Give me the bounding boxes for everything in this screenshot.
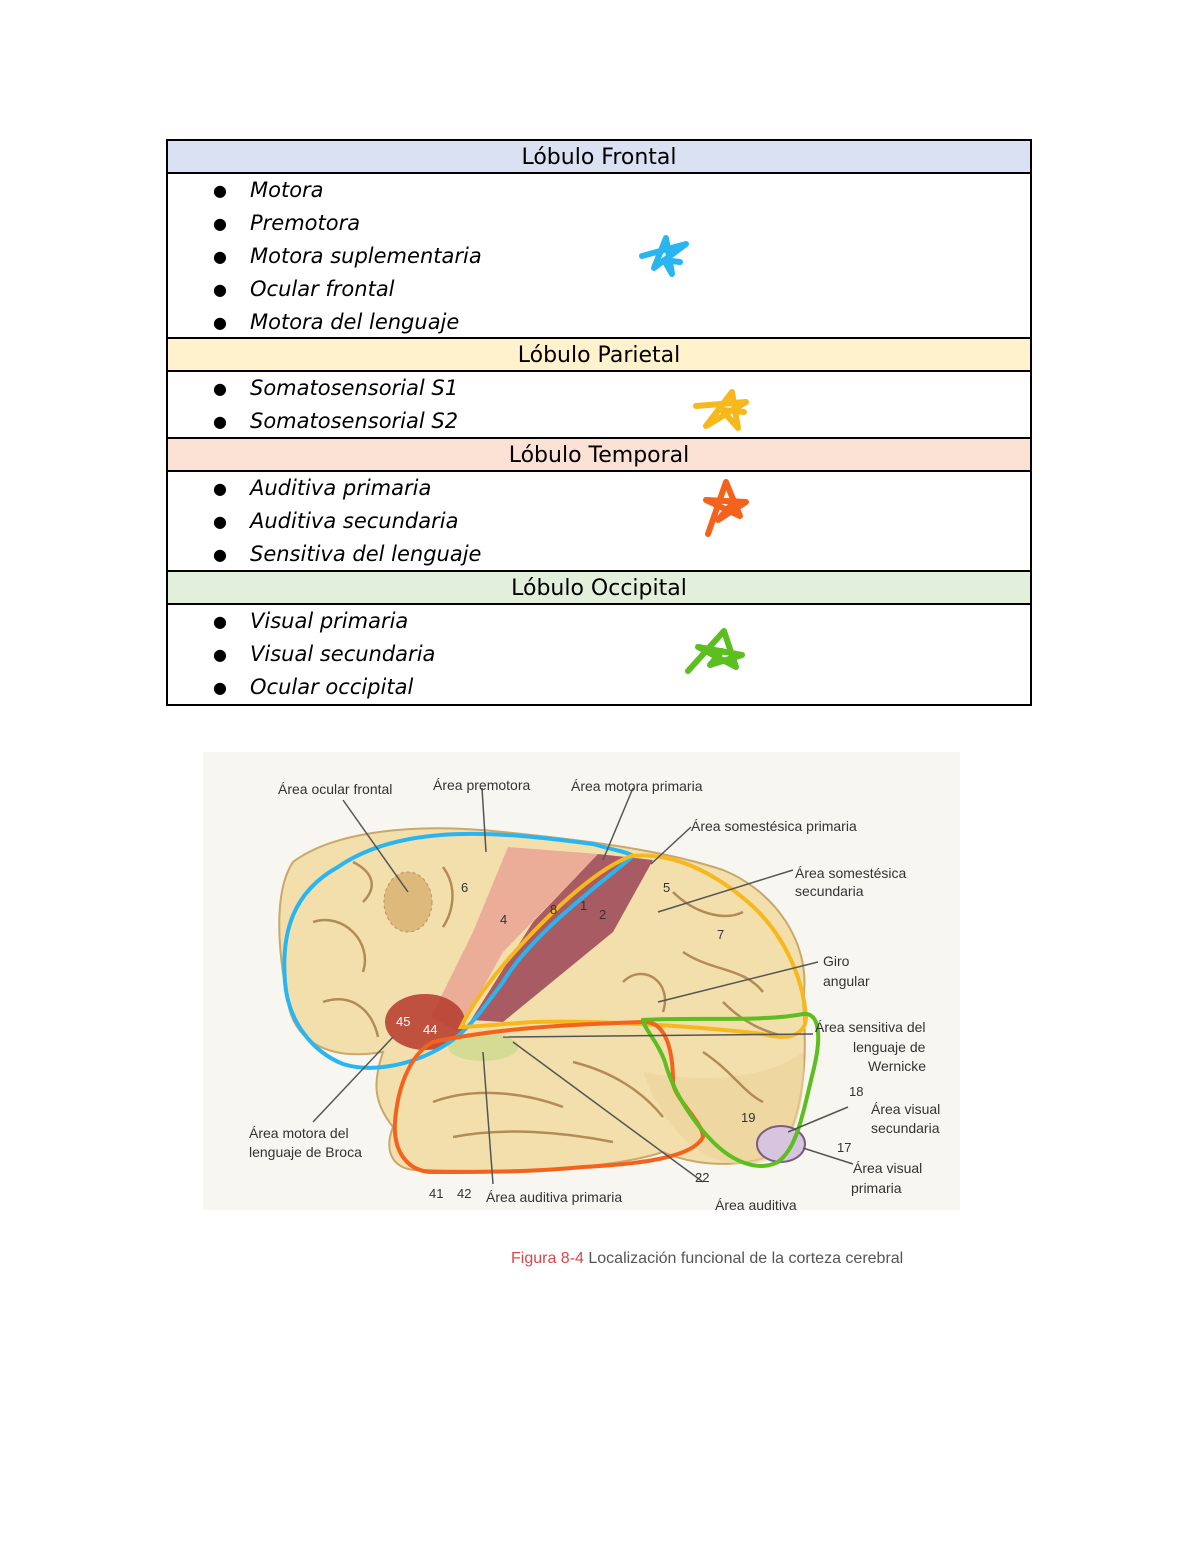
item-list: ●Auditiva primaria ●Auditiva secundaria … [168, 472, 1030, 571]
list-item: ● Auditiva secundaria [213, 505, 1030, 538]
item-label: Premotora [250, 211, 361, 235]
label-visual-secundaria: Área visual [871, 1101, 941, 1117]
bullet-icon: ● [213, 545, 227, 564]
section-header: Lóbulo Temporal [168, 439, 1030, 472]
label-auditiva: Área auditiva [715, 1197, 797, 1213]
label-somestesica-primaria: Área somestésica primaria [691, 818, 857, 834]
bullet-icon: ● [213, 678, 227, 697]
label-motora-primaria: Área motora primaria [571, 778, 703, 794]
section-body: ● Somatosensorial S1 ● Somatosensorial S2 [168, 372, 1030, 439]
bullet-icon: ● [213, 214, 227, 233]
label-giro-angular: Giro [823, 953, 850, 969]
item-label: Auditiva primaria [250, 476, 432, 500]
item-list: ● Motora ● Premotora ● Motora suplementaria… [168, 174, 1030, 339]
caption-tag: Figura 8-4 [511, 1250, 584, 1267]
bullet-icon: ● [213, 512, 227, 531]
bullet-icon: ● [213, 379, 227, 398]
brain-illustration [203, 752, 960, 1210]
item-label: Visual primaria [250, 609, 409, 633]
item-label: Motora del lenguaje [250, 310, 460, 334]
area-number: 44 [423, 1022, 438, 1037]
item-label: Visual secundaria [250, 642, 436, 666]
section-occipital: Lóbulo Occipital ● Visual primaria ● Visua… [168, 572, 1030, 704]
area-number: 42 [457, 1186, 472, 1201]
section-body: ●Auditiva primaria ●Auditiva secundaria … [168, 472, 1030, 572]
list-item: ● Motora suplementaria [213, 240, 1030, 273]
area-number: 2 [599, 907, 607, 922]
section-temporal: Lóbulo Temporal ● Auditiva primaria ● Audi… [168, 439, 1030, 572]
list-item: ● Visual primaria [213, 605, 1030, 638]
section-header: Lóbulo Parietal [168, 339, 1030, 372]
list-item: ● Motora del lenguaje [213, 306, 1030, 339]
area-number: 6 [461, 880, 469, 895]
label-broca: Área motora del [249, 1125, 349, 1141]
list-item: ● Auditiva primaria [213, 472, 1030, 505]
section-body: ● Motora ● Premotora ● Motora suplementaria… [168, 174, 1030, 339]
bullet-icon: ● [213, 645, 227, 664]
section-frontal: Lóbulo Frontal ● Motora ● Premotora ● Motor… [168, 141, 1030, 339]
bullet-icon: ● [213, 247, 227, 266]
item-label: Ocular occipital [250, 675, 414, 699]
item-label: Motora [250, 178, 324, 202]
area-number: 18 [849, 1084, 864, 1099]
area-number: 45 [396, 1014, 411, 1029]
lobe-function-table: Lóbulo Frontal ● Motora ● Premotora ● Motor… [166, 139, 1032, 706]
label-ocular-frontal: Área ocular frontal [278, 781, 393, 797]
area-number: 22 [695, 1170, 710, 1185]
list-item: ● Visual secundaria [213, 638, 1030, 671]
label-visual-primaria-2: primaria [851, 1180, 902, 1196]
bullet-icon: ● [213, 280, 227, 299]
label-visual-secundaria-2: secundaria [871, 1120, 940, 1136]
item-list: ● Somatosensorial S1 ● Somatosensorial S2 [168, 372, 1030, 438]
section-header: Lóbulo Occipital [168, 572, 1030, 605]
section-body: ● Visual primaria ● Visual secundaria ● Ocu… [168, 605, 1030, 704]
list-item: ● Somatosensorial S2 [213, 405, 1030, 438]
area-number: 8 [550, 902, 558, 917]
section-parietal: Lóbulo Parietal ● Somatosensorial S1 ● Som… [168, 339, 1030, 439]
area-number: 1 [580, 898, 588, 913]
area-number: 17 [837, 1140, 852, 1155]
bullet-icon: ● [213, 412, 227, 431]
label-premotora: Área premotora [433, 777, 531, 793]
area-number: 5 [663, 880, 671, 895]
item-label: Ocular frontal [250, 277, 395, 301]
label-auditiva-primaria: Área auditiva primaria [486, 1189, 623, 1205]
label-broca-2: lenguaje de Broca [249, 1144, 362, 1160]
item-label: Auditiva secundaria [250, 509, 459, 533]
area-number: 4 [500, 912, 508, 927]
label-wernicke-2: lenguaje de [853, 1039, 926, 1055]
item-label: Somatosensorial S1 [250, 376, 459, 400]
item-label: Motora suplementaria [250, 244, 482, 268]
bullet-icon: ● [213, 479, 227, 498]
section-header: Lóbulo Frontal [168, 141, 1030, 174]
list-item: ● Sensitiva del lenguaje [213, 538, 1030, 571]
item-list: ● Visual primaria ● Visual secundaria ● Ocu… [168, 605, 1030, 704]
label-somestesica-secundaria-2: secundaria [795, 883, 864, 899]
star-icon [685, 628, 745, 674]
area-number: 19 [741, 1110, 756, 1125]
label-wernicke-3: Wernicke [868, 1058, 927, 1074]
label-wernicke: Área sensitiva del [815, 1019, 926, 1035]
figure-caption: Figura 8-4 Localización funcional de la … [511, 1250, 903, 1268]
list-item: ● Somatosensorial S1 [213, 372, 1030, 405]
brain-diagram: Área ocular frontal Área premotora Área … [203, 752, 960, 1213]
item-label: Somatosensorial S2 [250, 409, 459, 433]
star-icon [639, 235, 689, 277]
list-item: ● Motora [213, 174, 1030, 207]
caption-text: Localización funcional de la corteza cer… [583, 1250, 904, 1267]
label-visual-primaria: Área visual [853, 1160, 923, 1176]
bullet-icon: ● [213, 612, 227, 631]
bullet-icon: ● [213, 181, 227, 200]
label-somestesica-secundaria: Área somestésica [795, 865, 907, 881]
area-number: 41 [429, 1186, 444, 1201]
label-giro-angular-2: angular [823, 973, 870, 989]
star-icon [703, 479, 749, 537]
bullet-icon: ● [213, 313, 227, 332]
item-label: Sensitiva del lenguaje [250, 542, 482, 566]
list-item: ● Ocular occipital [213, 671, 1030, 704]
list-item: ● Premotora [213, 207, 1030, 240]
area-number: 7 [717, 927, 725, 942]
star-icon [693, 389, 749, 431]
list-item: ● Ocular frontal [213, 273, 1030, 306]
